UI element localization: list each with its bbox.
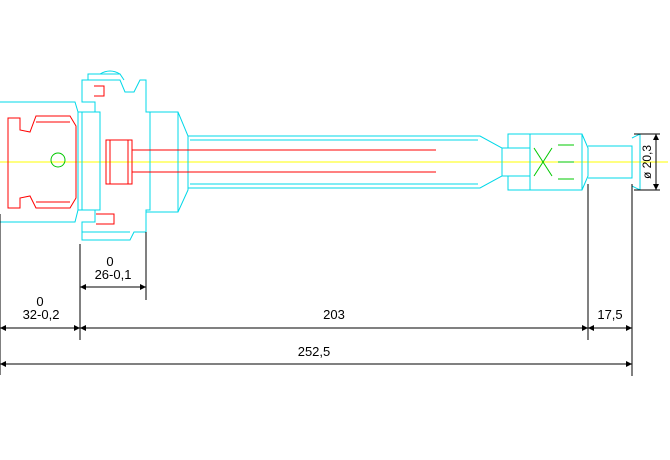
body-length-label: 203: [323, 307, 345, 322]
diameter-label: ø 20,3: [640, 145, 654, 179]
hole-marker: [50, 144, 574, 180]
flange-size-label: 26-0,1: [95, 267, 132, 282]
dimension-lines: [0, 134, 659, 367]
end-length-label: 17,5: [597, 307, 622, 322]
flange-upper-tolerance: 0: [106, 254, 113, 269]
extension-lines: [0, 133, 660, 376]
shank-size-label: 32-0,2: [23, 307, 60, 322]
overall-length-label: 252,5: [298, 344, 331, 359]
holder-outline: [0, 70, 657, 241]
shank-upper-tolerance: 0: [36, 294, 43, 309]
internal-details: [7, 85, 436, 225]
